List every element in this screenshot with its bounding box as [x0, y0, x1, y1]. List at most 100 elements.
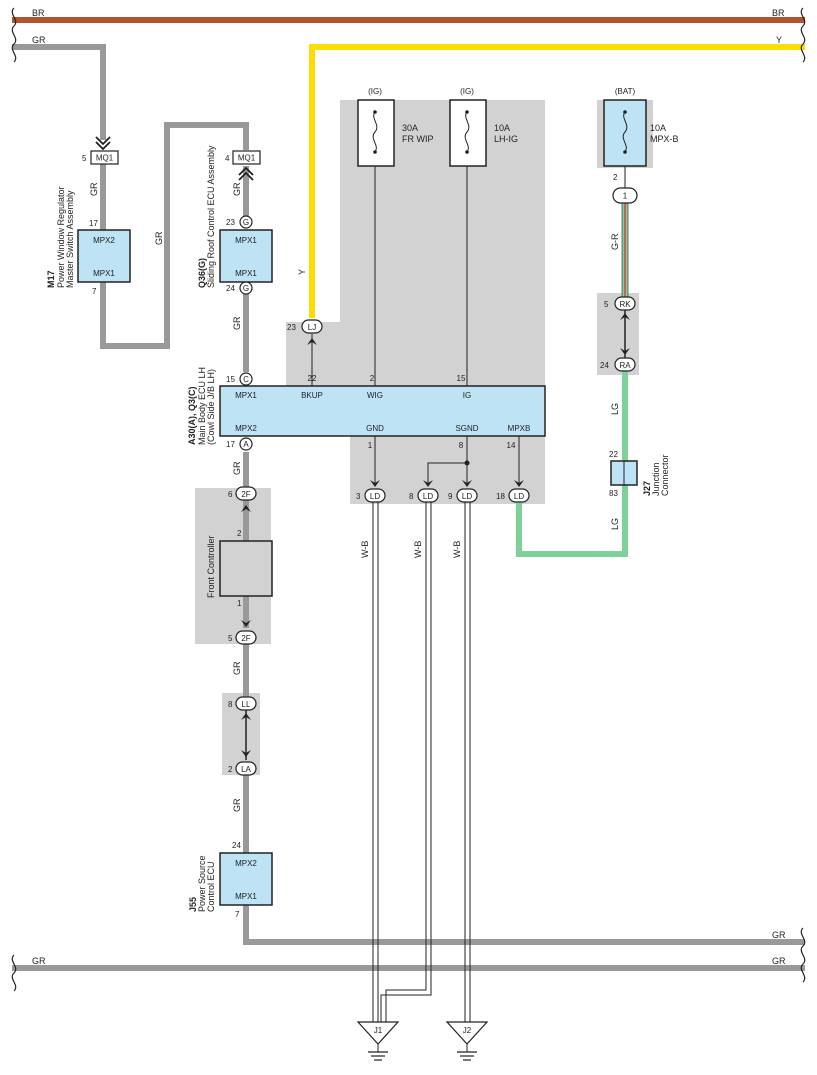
chevron-down-icon: [95, 136, 111, 151]
wire-label-gr-bot2-left: GR: [32, 956, 46, 966]
j55-code: J55: [188, 897, 198, 912]
a30-bottom-term-4: MPXB: [508, 424, 531, 433]
wire-label-gr-bot2-right: GR: [772, 956, 786, 966]
j27-code: J27: [642, 481, 652, 496]
m17-terminal-1: MPX2: [93, 236, 115, 245]
connector-ld-9: LD 9: [448, 480, 478, 503]
connector-ll-pin: 8: [228, 700, 233, 709]
connector-ld-3: LD 3: [356, 480, 386, 503]
a30-top-term-4: IG: [463, 391, 471, 400]
a30-bottom-pin-4: 14: [507, 441, 516, 450]
q36-name: Sliding Roof Control ECU Assembly: [206, 145, 216, 288]
connector-ld-9-label: LD: [462, 492, 472, 501]
wire-sgnd-branch: [427, 462, 467, 486]
fuse-mpx-b: (BAT) 10A MPX-B: [603, 87, 679, 167]
wire-label-lg-1: LG: [610, 403, 620, 415]
ld-9-arrow-icon: [462, 480, 472, 487]
wire-wb-1: [372, 502, 379, 1022]
connector-rk-pin: 5: [604, 300, 609, 309]
connector-mq1-right-label: MQ1: [238, 154, 256, 163]
a30-code: A30(A), Q3(C): [187, 386, 197, 445]
j27-name-1: Junction: [651, 462, 661, 496]
connector-ld-18-pin: 18: [496, 492, 505, 501]
2f-top-arrow-icon: [241, 505, 251, 512]
front-controller-pin-top: 2: [237, 529, 242, 538]
q36-code: Q36(G): [197, 258, 207, 288]
connector-rk: RK 5: [604, 296, 636, 320]
connector-ld-3-label: LD: [370, 492, 380, 501]
fuse-mpx-b-name: MPX-B: [650, 134, 679, 144]
connector-2f-bottom-label: 2F: [241, 634, 250, 643]
wire-label-wb-1: W-B: [360, 541, 370, 558]
fuse-lh-ig: (IG) 10A LH-IG: [449, 87, 518, 167]
m17-pin-bottom: 7: [92, 287, 97, 296]
connector-bat-junction: 2 1: [612, 173, 638, 204]
m17-terminal-2: MPX1: [93, 269, 115, 278]
a30-bottom-term-3: SGND: [455, 424, 478, 433]
component-j27: 22 83 J27 Junction Connector: [609, 450, 670, 498]
fuse-fr-wip-name: FR WIP: [402, 134, 434, 144]
connector-lj: LJ 23: [287, 319, 323, 345]
connector-lj-pin: 23: [287, 323, 296, 332]
fuse-fr-wip-icon: [372, 111, 378, 153]
ld-8-arrow-icon: [423, 480, 433, 487]
wire-wb-3: [464, 502, 471, 1022]
component-q36: G 23 MPX1 MPX1 G 24 Q36(G) Sliding Roof …: [197, 145, 273, 295]
fuse-mpx-b-icon: [622, 111, 628, 153]
a30-top-term-1: MPX1: [235, 391, 257, 400]
wire-label-gr-a30: GR: [232, 461, 242, 475]
connector-2f-top: [235, 486, 257, 501]
splice-point: [464, 460, 470, 466]
connector-mq1-left-pin: 5: [82, 154, 87, 163]
wire-label-lg-2: LG: [610, 518, 620, 530]
wire-label-gr-m17: GR: [89, 182, 99, 196]
connector-mq1-right-pin: 4: [225, 154, 230, 163]
connector-bat-junction-pin: 2: [613, 173, 618, 182]
a30-bottom-pin-3: 8: [459, 441, 464, 450]
j55-terminal-1: MPX2: [235, 859, 257, 868]
a30-bottom-term-2: GND: [366, 424, 384, 433]
connector-2f-top-label: 2F: [241, 490, 250, 499]
ground-j2: J2: [445, 1021, 489, 1061]
j55-name-2: Control ECU: [206, 861, 216, 912]
a30-name-2: (Cowl Side J/B LH): [206, 369, 216, 445]
j55-pin-top: 24: [232, 841, 241, 850]
wire-gr-top: [12, 44, 106, 140]
m17-code: M17: [46, 270, 56, 288]
a30-conn-top: C: [243, 375, 249, 384]
front-controller-name: Front Controller: [206, 535, 216, 598]
wire-label-gr-loop: GR: [154, 231, 164, 245]
wire-labels: BR BR GR Y GR GR GR GR GR GR Y GR GR GR …: [32, 8, 786, 966]
wire-gr-j55-out: [243, 905, 805, 945]
wire-label-gr-j55: GR: [232, 798, 242, 812]
connector-bat-junction-label: 1: [623, 192, 628, 201]
connector-la-pin: 2: [228, 765, 233, 774]
wire-gr-loop: [100, 122, 249, 349]
wire-g-r: [621, 203, 629, 297]
connector-2f-top-pin: 6: [228, 490, 233, 499]
lj-arrow-icon: [307, 338, 317, 345]
a30-top-pin-1: 15: [226, 375, 235, 384]
connector-ld-8: LD 8: [409, 480, 439, 503]
wire-label-wb-2: W-B: [413, 541, 423, 558]
connector-ld-row: LD 3 LD 8 LD 9 LD 18: [356, 480, 530, 503]
component-front-controller: 2F 6 2 1 Front Controller 2F 5: [206, 486, 273, 645]
wires: [12, 17, 805, 1022]
wire-label-gr-q36-top: GR: [232, 182, 242, 196]
ground-j2-label: J2: [463, 1026, 472, 1035]
j27-name-2: Connector: [660, 454, 670, 496]
2f-bottom-arrow-icon: [241, 620, 251, 627]
a30-top-pin-4: 15: [457, 374, 466, 383]
break-marks: [11, 7, 806, 992]
j27-pin-bottom: 83: [609, 489, 618, 498]
wire-label-wb-3: W-B: [452, 541, 462, 558]
wire-label-gr-q36-bottom: GR: [232, 316, 242, 330]
ra-arrow-icon: [620, 348, 630, 355]
ground-j1: J1: [356, 1021, 400, 1061]
la-arrow-icon: [241, 750, 251, 757]
rk-arrow-icon: [620, 313, 630, 320]
wire-label-gr-left: GR: [32, 35, 46, 45]
a30-bottom-pin-1: 17: [226, 440, 235, 449]
fuse-lh-ig-rating: 10A: [494, 123, 510, 133]
